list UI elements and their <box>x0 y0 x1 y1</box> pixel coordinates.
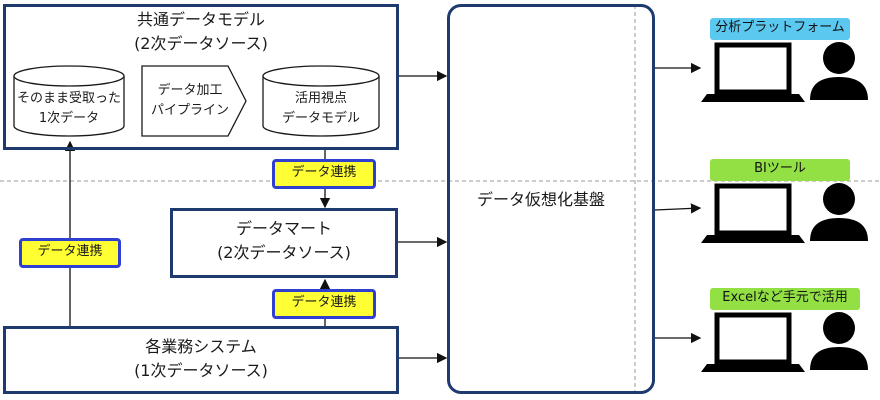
data-link-label-top: データ連携 <box>272 159 376 189</box>
consumer-label-analytics-platform: 分析プラットフォーム <box>710 18 850 40</box>
laptop-icon <box>701 312 805 372</box>
data-link-label-bottom: データ連携 <box>272 289 376 319</box>
analytic-model-label-2: データモデル <box>281 111 360 126</box>
user-icon <box>810 312 868 370</box>
datamart-title: データマート <box>235 219 332 238</box>
raw-data-cylinder <box>13 65 125 137</box>
user-icon <box>810 42 868 100</box>
business-systems-subtitle: (1次データソース) <box>134 361 268 380</box>
consumer-label-bi-tool: BIツール <box>710 159 850 181</box>
laptop-icon <box>701 183 805 243</box>
business-systems-box <box>3 326 399 394</box>
raw-data-label-2: 1次データ <box>38 111 100 126</box>
data-link-label-left: データ連携 <box>19 238 121 268</box>
virtualization-platform-label: データ仮想化基盤 <box>476 190 605 209</box>
pipeline-label-1: データ加工 <box>157 83 223 98</box>
virtualization-platform-box <box>447 4 655 394</box>
analytic-model-label-1: 活用視点 <box>294 91 347 106</box>
user-icon <box>810 183 868 241</box>
common-data-model-title: 共通データモデル <box>136 10 265 29</box>
laptop-icon <box>701 42 805 102</box>
raw-data-label-1: そのまま受取った <box>16 91 121 106</box>
pipeline-label-2: パイプライン <box>150 103 229 118</box>
common-data-model-box <box>3 4 399 150</box>
consumer-label-excel: Excelなど手元で活用 <box>710 288 860 310</box>
pipeline-chevron <box>141 65 247 137</box>
common-data-model-subtitle: (2次データソース) <box>134 34 268 53</box>
datamart-box <box>170 208 398 278</box>
analytic-model-cylinder <box>262 65 380 137</box>
business-systems-title: 各業務システム <box>145 337 257 356</box>
arrow-virt-to-consumer-2 <box>654 203 702 214</box>
datamart-subtitle: (2次データソース) <box>217 243 351 262</box>
